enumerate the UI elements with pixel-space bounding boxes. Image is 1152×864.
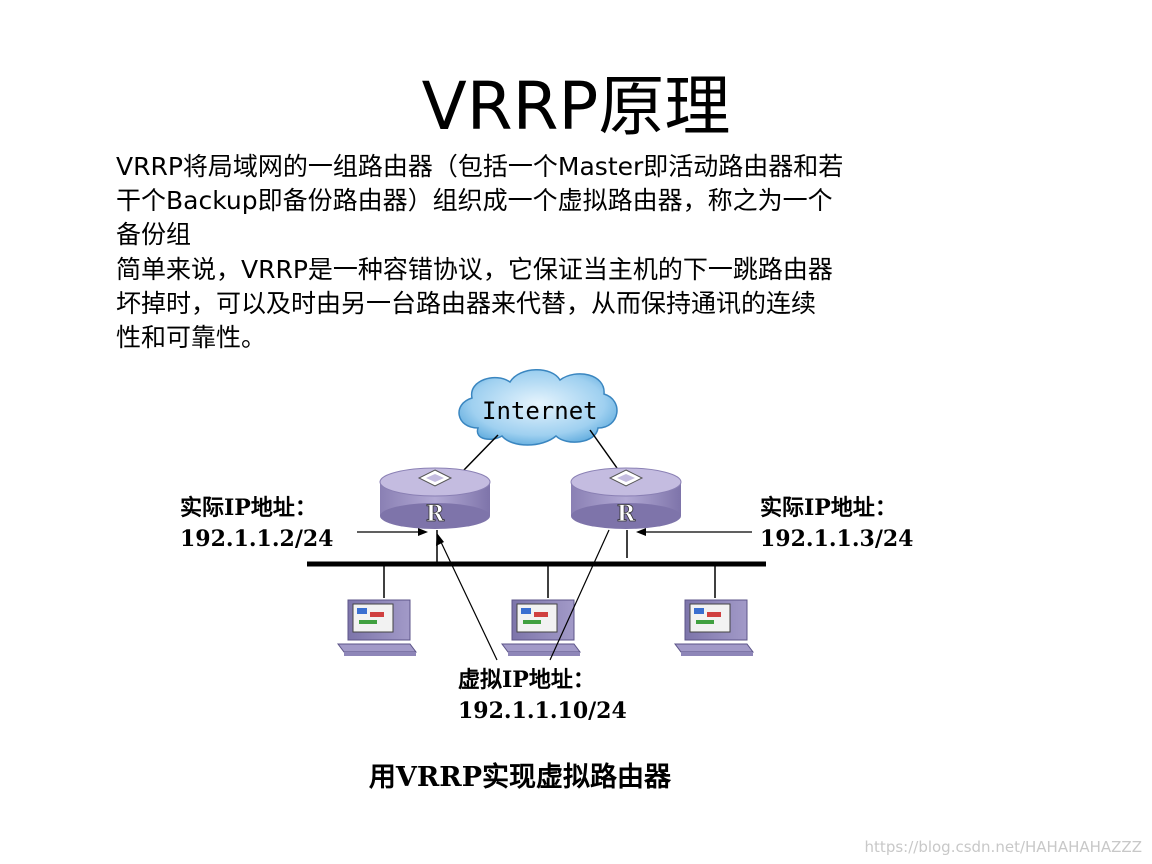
virtual-ip-value: 192.1.1.10/24 — [458, 698, 627, 724]
arrow-left-real-ip — [357, 528, 428, 536]
right-router-ip-label: 实际IP地址： 192.1.1.3/24 — [760, 493, 913, 555]
router-left-icon — [379, 467, 491, 529]
bullet-line: 备份组 — [116, 220, 192, 249]
slide-title: VRRP原理 — [421, 68, 731, 145]
arrow-right-real-ip — [636, 528, 752, 536]
computer-1-icon — [337, 599, 417, 656]
bullet-line: 简单来说，VRRP是一种容错协议，它保证当主机的下一跳路由器 — [116, 255, 833, 284]
internet-cloud-icon — [458, 369, 618, 446]
virtual-ip-title: 虚拟IP地址： — [458, 667, 595, 693]
router-right-icon — [570, 467, 682, 529]
router-right-label: R — [617, 501, 636, 527]
internet-label: Internet — [482, 397, 598, 425]
bullet-line: 性和可靠性。 — [116, 323, 267, 352]
left-ip-value: 192.1.1.2/24 — [180, 526, 334, 552]
left-ip-title: 实际IP地址： — [180, 495, 317, 521]
virtual-ip-label: 虚拟IP地址： 192.1.1.10/24 — [458, 665, 627, 727]
bullet-paragraph-1: VRRP将局域网的一组路由器（包括一个Master即活动路由器和若 干个Back… — [116, 150, 1032, 252]
bullet-line: 坏掉时，可以及时由另一台路由器来代替，从而保持通讯的连续 — [116, 289, 817, 318]
computer-2-icon — [501, 599, 581, 656]
bullet-paragraph-2: 简单来说，VRRP是一种容错协议，它保证当主机的下一跳路由器 坏掉时，可以及时由… — [116, 253, 1032, 355]
diagram-caption: 用VRRP实现虚拟路由器 — [368, 762, 672, 793]
link-cloud-router-right — [589, 429, 618, 469]
watermark: https://blog.csdn.net/HAHAHAHAZZZ — [864, 838, 1142, 856]
router-left-label: R — [426, 501, 445, 527]
computer-3-icon — [674, 599, 754, 656]
left-router-ip-label: 实际IP地址： 192.1.1.2/24 — [180, 493, 333, 555]
arrow-virtual-ip-right — [549, 529, 610, 661]
right-ip-value: 192.1.1.3/24 — [760, 526, 914, 552]
bullet-line: 干个Backup即备份路由器）组织成一个虚拟路由器，称之为一个 — [116, 186, 833, 215]
arrow-virtual-ip-left — [436, 533, 498, 661]
right-ip-title: 实际IP地址： — [760, 495, 897, 521]
bullet-line: VRRP将局域网的一组路由器（包括一个Master即活动路由器和若 — [116, 152, 844, 181]
link-cloud-router-left — [461, 434, 499, 473]
